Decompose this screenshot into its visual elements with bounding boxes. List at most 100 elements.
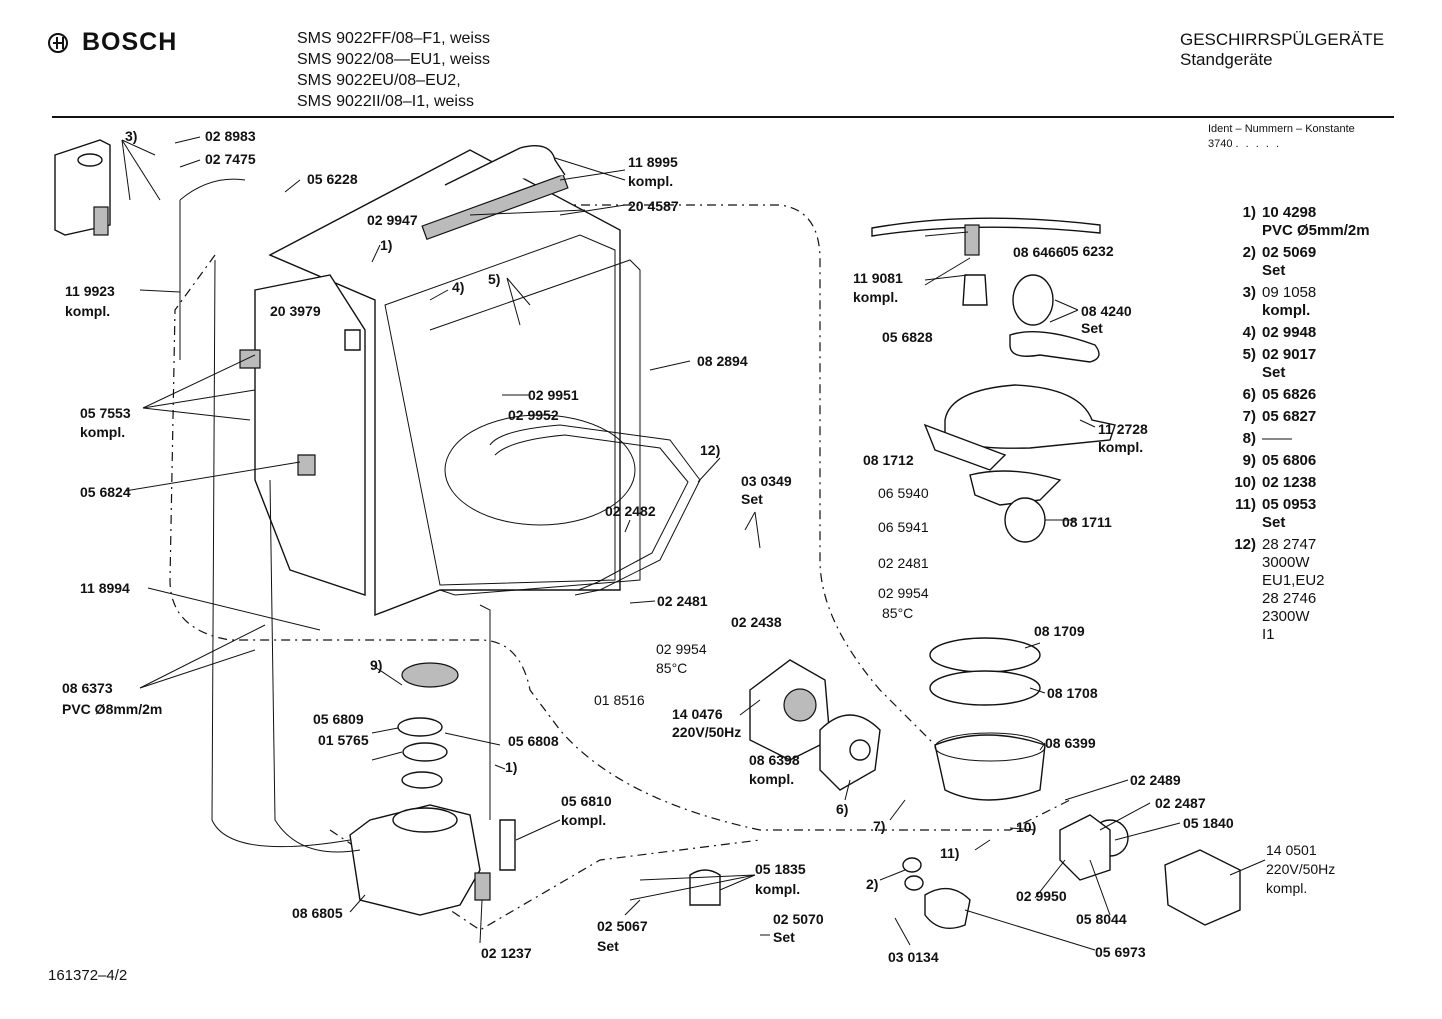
label-029950: 02 9950 [1016,888,1067,904]
label-057553: 05 7553 [80,405,131,421]
legend-value: 05 6806 [1262,452,1317,469]
spray-arm-lower [871,217,1101,237]
label-081708: 08 1708 [1047,685,1098,701]
coarse-filter [969,470,1062,506]
label-027475: 02 7475 [205,151,256,167]
label-086398: 08 6398 [749,752,800,768]
label-ref10: 10) [1016,819,1036,835]
legend-row: 7)05 6827 [1170,408,1370,426]
legend-value: kompl. [1262,302,1311,319]
ring-081709 [929,637,1041,673]
label-kompl-a: kompl. [65,303,110,319]
label-084240: 08 4240 [1081,303,1132,319]
label-065941: 06 5941 [878,519,929,535]
label-086399: 08 6399 [1045,735,1096,751]
label-112728: 11 2728 [1098,421,1148,437]
label-ref9: 9) [370,657,382,673]
label-220v-b: 220V/50Hz [1266,861,1335,877]
label-022481a: 02 2481 [657,593,708,609]
label-kompl-h: kompl. [1098,439,1143,455]
category-title: GESCHIRRSPÜLGERÄTE [1180,30,1385,49]
legend-row: 9)05 6806 [1170,452,1370,470]
legend-ref-number: 10) [1234,474,1256,491]
label-119081: 11 9081 [853,270,903,286]
label-kompl-b: kompl. [628,173,673,189]
model-line: SMS 9022FF/08–F1, weiss [297,30,490,47]
legend-ref-number: 7) [1242,408,1256,425]
seal-ring-b [402,742,448,762]
flow-meter [239,349,261,369]
label-022481b: 02 2481 [878,555,929,571]
label-022487: 02 2487 [1155,795,1206,811]
ident-title: Ident – Nummern – Konstante [1208,123,1355,135]
legend-row: 6)05 6826 [1170,386,1370,404]
legend-value: 02 5069 [1262,244,1317,261]
label-ref3: 3) [125,128,137,144]
heating-element [489,424,701,596]
model-line: SMS 9022/08—EU1, weiss [297,51,490,68]
category-subtitle: Standgeräte [1180,50,1273,69]
label-119923: 11 9923 [65,283,115,299]
legend-value: 09 1058 [1262,284,1317,301]
label-029954a: 02 9954 [656,641,707,657]
model-list: SMS 9022FF/08–F1, weiss SMS 9022/08—EU1,… [297,28,490,112]
legend-value: 05 6826 [1262,386,1317,403]
category: GESCHIRRSPÜLGERÄTE Standgeräte [1180,30,1384,70]
drain-elbow [924,887,971,929]
label-081711: 08 1711 [1062,514,1112,530]
label-081709: 08 1709 [1034,623,1085,639]
legend-ref-number: 8) [1242,430,1256,447]
legend-row: 8)—— [1170,430,1370,448]
label-025070: 02 5070 [773,911,824,927]
label-030134: 03 0134 [888,949,939,965]
legend-values: 05 6806 [1262,452,1316,470]
legend-row: 4)02 9948 [1170,324,1370,342]
motor-rotor [783,688,817,722]
nozzle-connector [962,274,988,306]
label-kompl-d: kompl. [561,812,606,828]
label-056808: 05 6808 [508,733,559,749]
drain-pump-housing [1059,814,1111,881]
level-sensor [297,454,316,476]
legend-ref-number: 1) [1242,204,1256,221]
label-029947: 02 9947 [367,212,418,228]
label-ref7: 7) [873,818,885,834]
legend-values: 02 9948 [1262,324,1316,342]
label-018516: 01 8516 [594,692,645,708]
label-086373: 08 6373 [62,680,113,696]
label-ref4: 4) [452,279,464,295]
tub-side-panel [254,274,366,596]
label-022438: 02 2438 [731,614,782,630]
label-025067: 02 5067 [597,918,648,934]
label-086805: 08 6805 [292,905,343,921]
leader-lines [121,136,1266,951]
legend-value: Set [1262,514,1286,531]
label-ref2: 2) [866,876,878,892]
label-028983: 02 8983 [205,128,256,144]
header-rule [52,116,1394,118]
label-85c-a: 85°C [656,660,687,676]
legend-row: 10)02 1238 [1170,474,1370,492]
legend-value: EU1,EU2 [1262,572,1325,589]
label-ref12: 12) [700,442,720,458]
micro-filter [944,384,1116,449]
legend-value: 05 0953 [1262,496,1317,513]
label-203979: 20 3979 [270,303,321,319]
sump-top [392,807,458,833]
motor-assembly [749,659,881,791]
label-022482: 02 2482 [605,503,656,519]
label-ref1b: 1) [505,759,517,775]
label-086466: 08 6466 [1013,244,1064,260]
legend-ref-number: 12) [1234,536,1256,553]
filter-cylinder [1012,274,1054,326]
label-015765: 01 5765 [318,732,369,748]
legend-value: I1 [1262,626,1275,643]
label-056228: 05 6228 [307,171,358,187]
legend-value: 28 2747 [1262,536,1317,553]
label-set-a: Set [741,491,763,507]
